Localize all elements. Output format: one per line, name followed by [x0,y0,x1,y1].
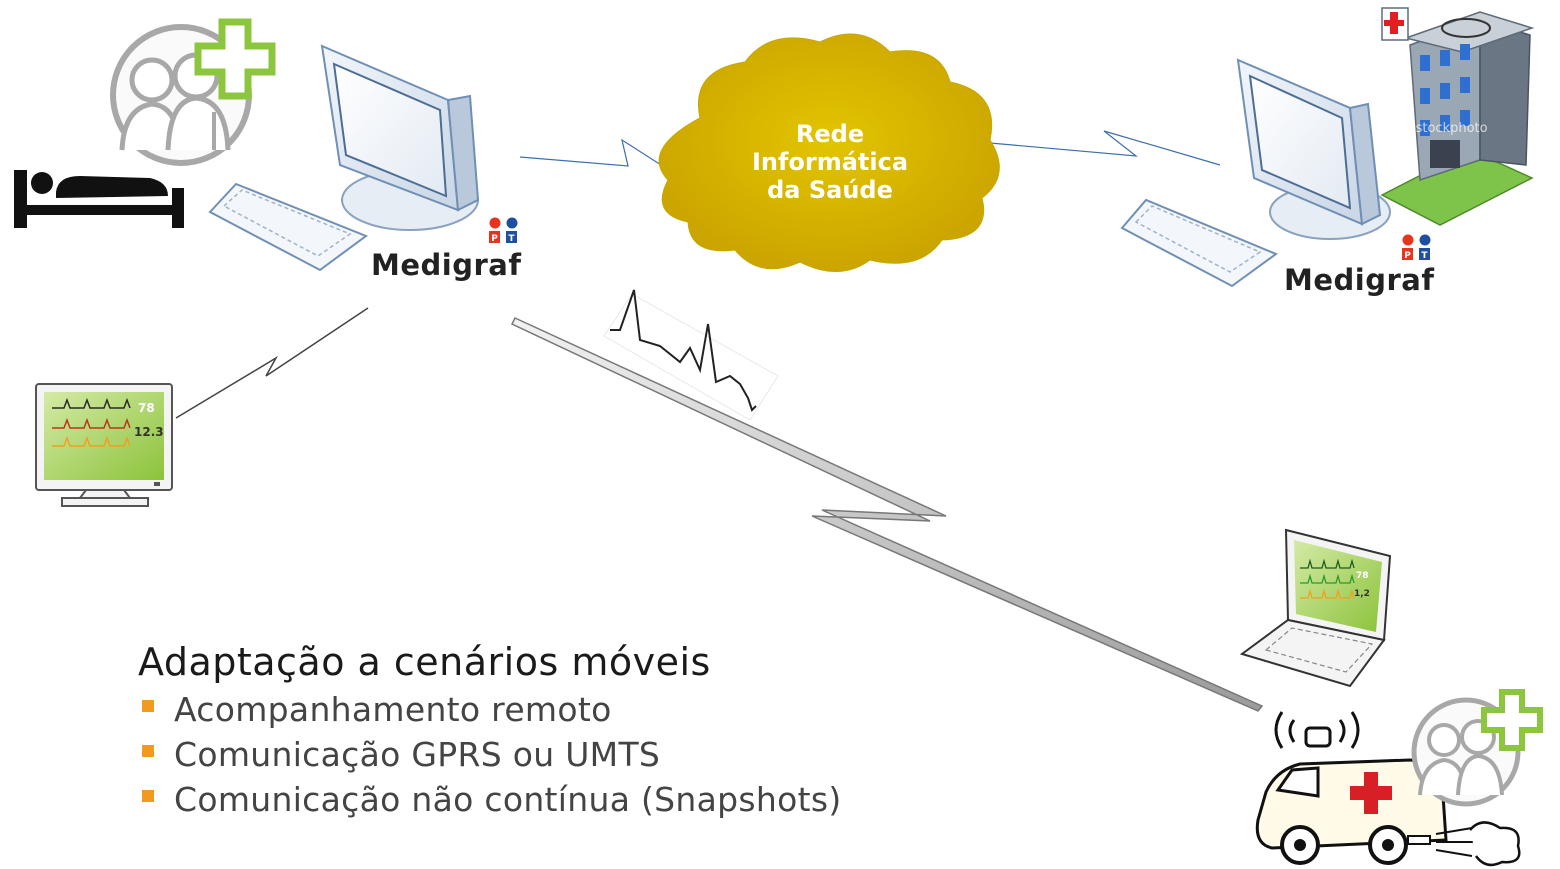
monitor-heart-rate: 78 [138,401,155,415]
cloud-label: Rede Informática da Saúde [725,120,935,204]
patient-monitor-icon: 78 12.3 [35,383,173,507]
medical-staff-icon [1411,689,1543,807]
network-link-right [989,130,1221,166]
wireless-link-icon [175,307,369,419]
cloud-label-line-2: Informática [751,148,909,176]
bullet-marker-icon [142,745,154,757]
cloud-label-line-1: Rede [795,120,865,148]
pt-logo: P T [489,217,518,244]
keyboard-icon [208,182,369,272]
bullet-text: Comunicação GPRS ou UMTS [174,735,661,774]
medigraf-label-right: Medigraf [1284,263,1435,297]
keyboard-icon [1120,198,1279,288]
pt-letter-p: P [1404,251,1411,261]
ambulance-icon [1255,711,1521,867]
medigraf-label-left: Medigraf [371,248,522,282]
bullet-list: Acompanhamento remoto Comunicação GPRS o… [140,690,842,825]
network-cloud-icon [658,33,1000,272]
pt-letter-p: P [491,234,498,244]
pt-letter-t: T [508,234,515,244]
watermark-text: istockphoto [1412,121,1488,136]
desktop-computer-icon [1236,58,1391,240]
pt-letter-t: T [1421,251,1428,261]
laptop-icon: 78 1,2 [1239,528,1392,688]
cloud-label-line-3: da Saúde [767,176,893,204]
hospital-building-icon: istockphoto [1380,7,1535,226]
pt-logo: P T [1402,234,1431,261]
laptop-value: 1,2 [1354,589,1370,599]
medical-staff-icon [110,18,276,166]
bullet-text: Acompanhamento remoto [174,690,612,729]
bullet-marker-icon [142,790,154,802]
bullet-text: Comunicação não contínua (Snapshots) [174,780,842,819]
bullet-item: Acompanhamento remoto [140,690,842,735]
section-heading: Adaptação a cenários móveis [138,640,711,684]
desktop-computer-icon [320,44,480,231]
wireless-link-icon [510,317,1264,712]
bullet-marker-icon [142,700,154,712]
network-link-left [519,138,673,173]
monitor-value: 12.3 [134,425,164,439]
bed-icon [14,170,184,228]
ecg-waveform-icon [603,289,779,421]
bullet-item: Comunicação não contínua (Snapshots) [140,780,842,825]
bullet-item: Comunicação GPRS ou UMTS [140,735,842,780]
laptop-heart-rate: 78 [1356,571,1369,581]
